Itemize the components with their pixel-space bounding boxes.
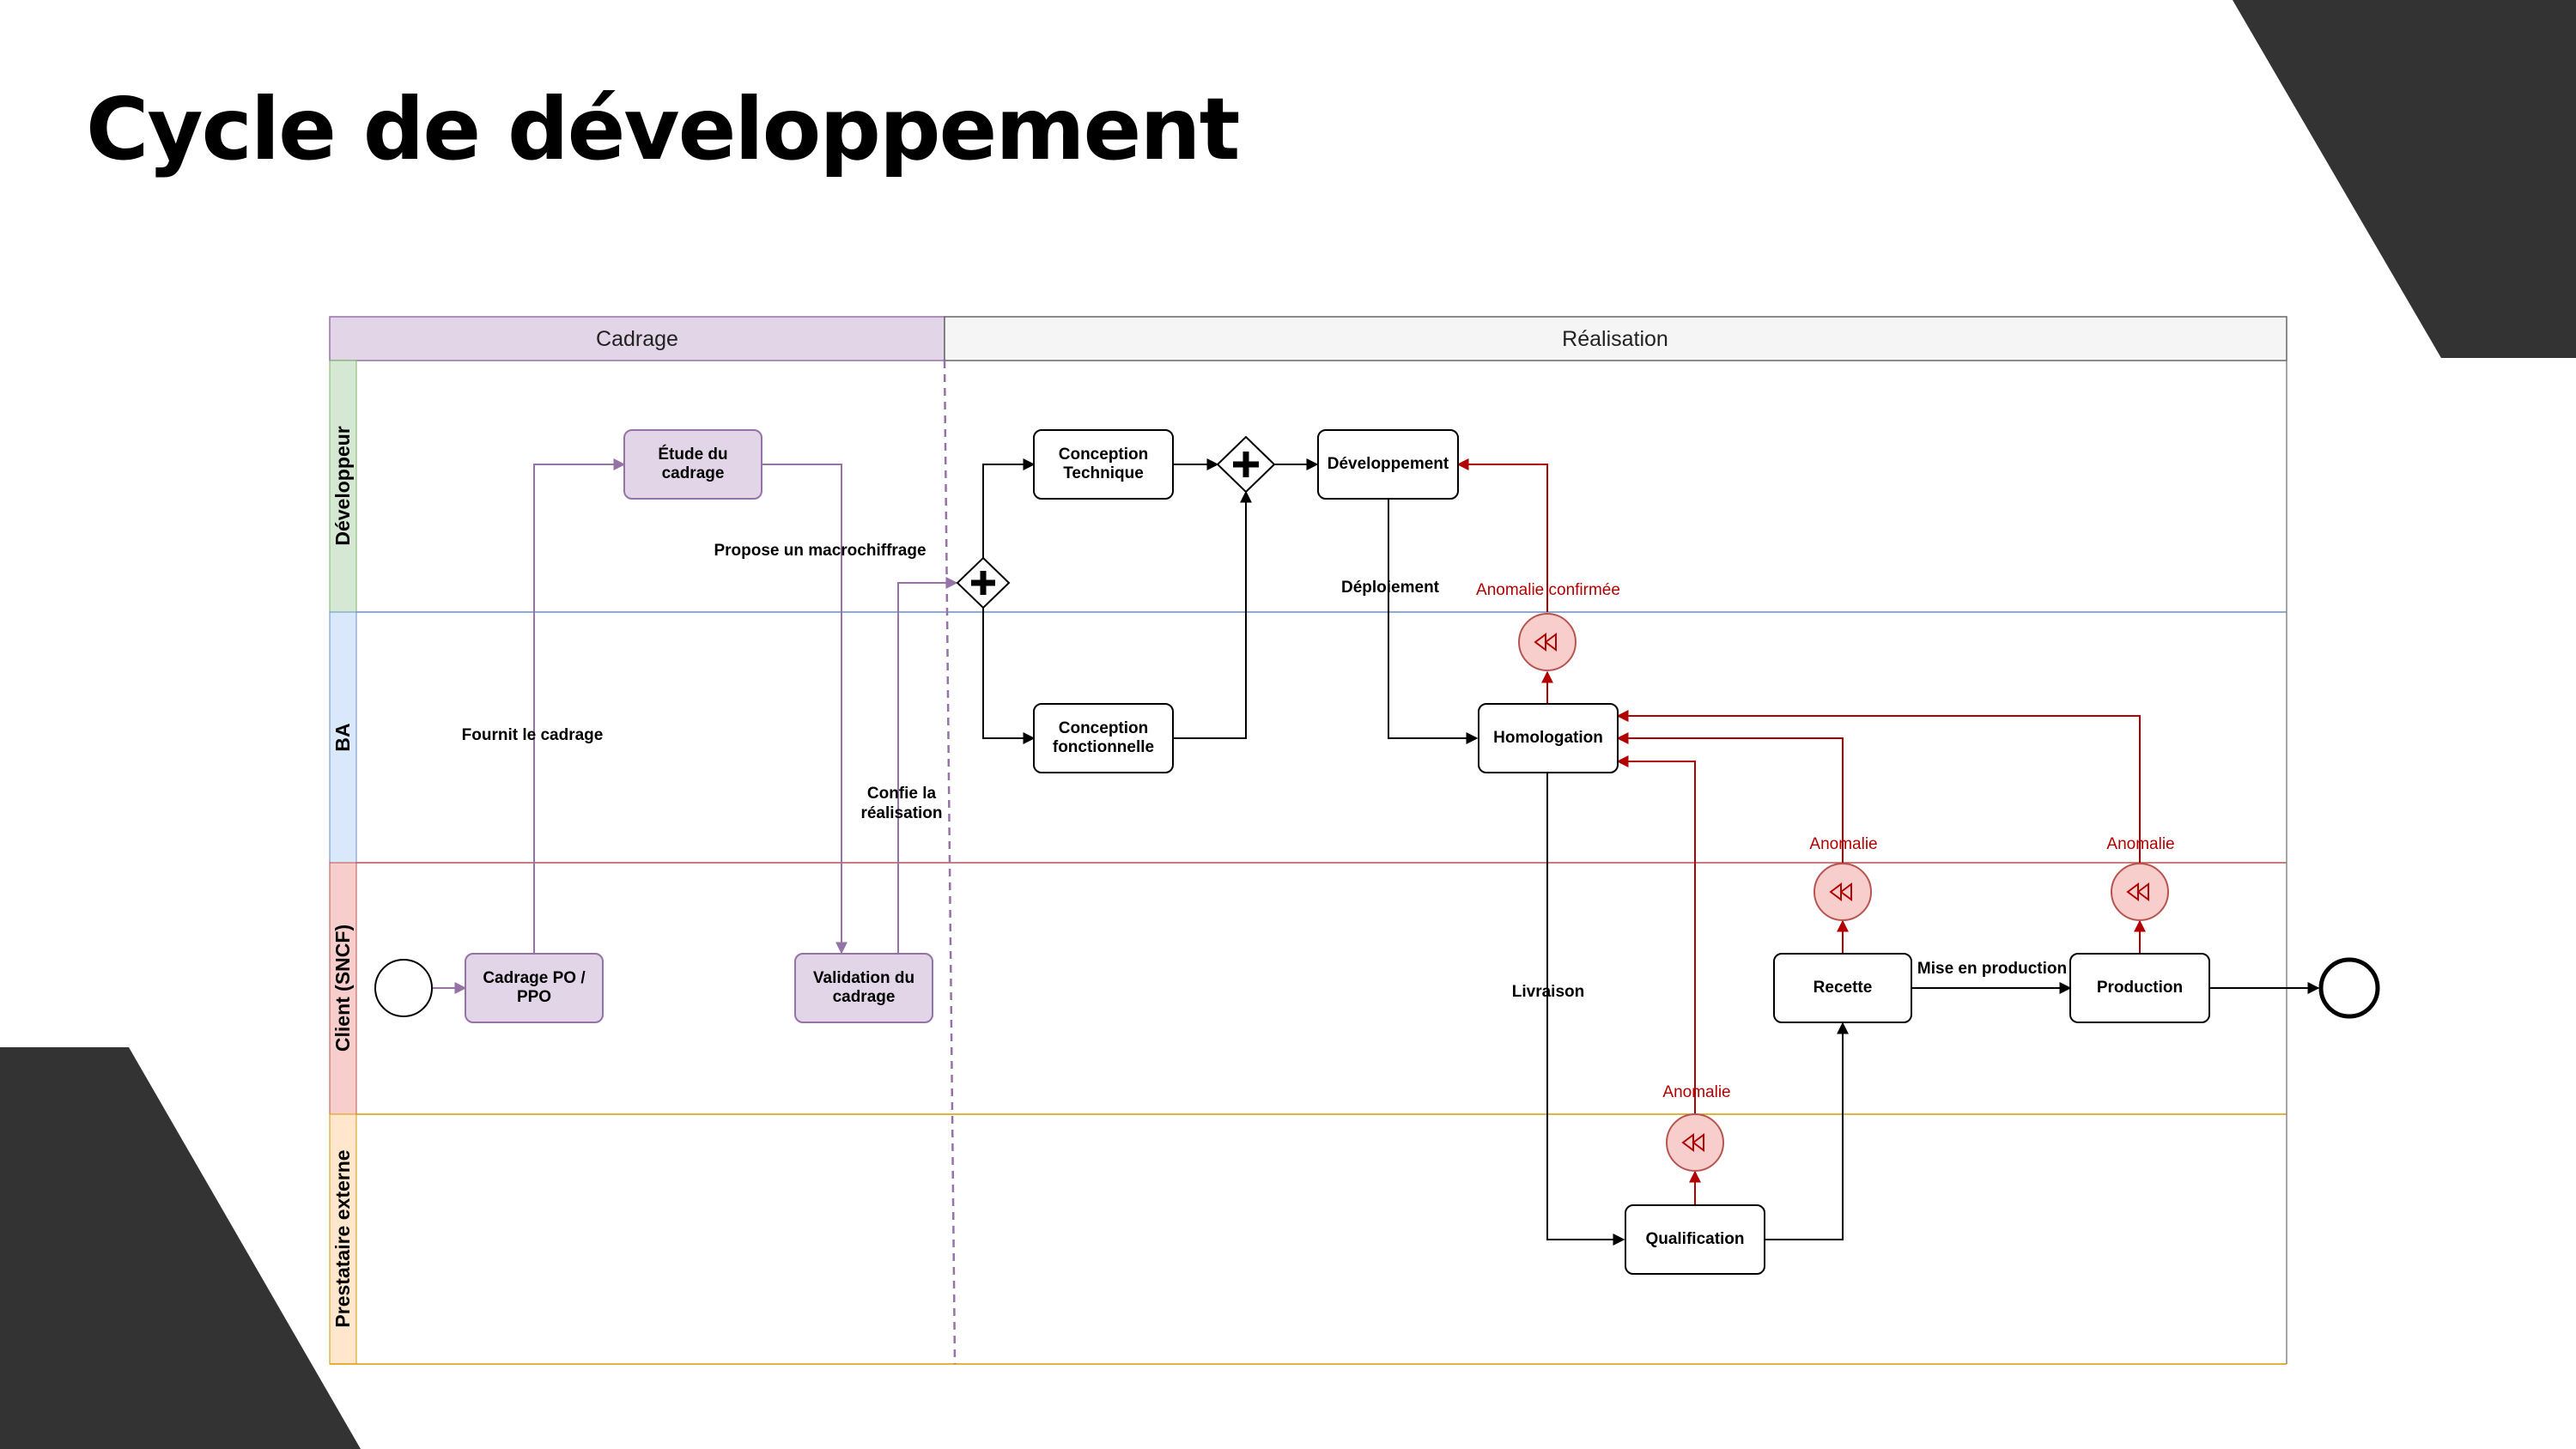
edge-cadrage-po-to-etude	[533, 458, 626, 954]
task-validation-cadrage: Validation du cadrage	[794, 953, 933, 1023]
edge-gateway-to-conception-technique	[982, 458, 1036, 558]
phase-divider	[943, 360, 957, 1365]
anomaly-event-recette	[1814, 863, 1872, 921]
lane-label-prestataire: Prestataire externe	[331, 1149, 354, 1327]
task-developpement: Développement	[1317, 429, 1459, 500]
edge-anomalie-recette-to-homologation	[1616, 732, 1844, 863]
task-recette: Recette	[1773, 953, 1912, 1023]
task-label: Conception fonctionnelle	[1052, 719, 1155, 756]
edge-label-propose: Propose un macrochiffrage	[714, 542, 926, 560]
edge-label-deploiement: Déploiement	[1341, 579, 1440, 597]
slide-title: Cycle de développement	[86, 79, 1240, 179]
task-etude-cadrage: Étude du cadrage	[623, 429, 762, 500]
task-label: Cadrage PO / PPO	[483, 969, 586, 1006]
edge-anomalie-qualification-to-homologation	[1616, 755, 1696, 1114]
edge-gateway-to-conception-fonctionnelle	[982, 608, 1036, 744]
task-label: Production	[2096, 979, 2184, 997]
task-label: Développement	[1327, 455, 1449, 473]
edge-homologation-to-qualification	[1546, 773, 1625, 1246]
top-right-corner-shape	[2233, 0, 2576, 358]
edge-etude-to-validation	[762, 464, 848, 955]
task-label: Étude du cadrage	[658, 446, 728, 482]
phase-label-realisation: Réalisation	[1562, 327, 1668, 351]
edge-developpement-to-homologation	[1388, 499, 1479, 744]
lane-header-developpeur	[329, 360, 357, 613]
start-event	[374, 959, 433, 1017]
task-cadrage-po: Cadrage PO / PPO	[465, 953, 604, 1023]
end-event	[2318, 957, 2380, 1019]
edge-label-confie: Confie la réalisation	[860, 785, 943, 822]
edge-anomalie-production-to-homologation	[1616, 710, 2141, 863]
edge-validation-to-gateway	[897, 577, 958, 954]
edge-label-anomalie-qualification: Anomalie	[1662, 1083, 1730, 1101]
task-label: Recette	[1813, 979, 1873, 997]
edge-label-mise-en-production: Mise en production	[1917, 960, 2067, 978]
edge-label-confie-wrapper: Confie la réalisation	[860, 785, 943, 822]
task-label: Validation du cadrage	[812, 969, 915, 1006]
phase-header-realisation: Réalisation	[944, 316, 2287, 361]
task-conception-technique: Conception Technique	[1033, 429, 1174, 500]
bottom-left-corner-shape	[0, 1047, 361, 1449]
task-homologation: Homologation	[1478, 703, 1619, 773]
phase-header-cadrage: Cadrage	[329, 316, 945, 361]
edge-anomalie-confirmee-to-developpement	[1456, 458, 1548, 612]
edge-label-fournit: Fournit le cadrage	[462, 726, 604, 744]
edge-label-anomalie-recette: Anomalie	[1809, 835, 1877, 853]
edge-qualification-to-recette	[1765, 1022, 1849, 1240]
anomaly-event-qualification	[1666, 1113, 1724, 1172]
task-label: Conception Technique	[1058, 446, 1149, 482]
anomaly-event-confirmee	[1518, 613, 1577, 671]
parallel-gateway-split	[956, 556, 1011, 609]
lane-label-client: Client (SNCF)	[331, 925, 354, 1052]
edge-label-livraison: Livraison	[1512, 983, 1584, 1001]
lane-header-client	[329, 862, 357, 1115]
edge-label-anomalie-confirmee: Anomalie confirmée	[1476, 581, 1620, 599]
edge-label-anomalie-production: Anomalie	[2106, 835, 2174, 853]
parallel-gateway-join	[1216, 435, 1276, 494]
lane-label-ba: BA	[331, 723, 354, 751]
task-production: Production	[2069, 953, 2210, 1023]
task-label: Qualification	[1645, 1230, 1745, 1248]
edge-conception-fonctionnelle-to-join	[1173, 490, 1252, 739]
task-qualification: Qualification	[1625, 1204, 1765, 1275]
phase-label-cadrage: Cadrage	[596, 327, 678, 351]
anomaly-event-production	[2111, 863, 2169, 921]
task-label: Homologation	[1493, 729, 1603, 747]
lane-label-developpeur: Développeur	[331, 426, 354, 545]
task-conception-fonctionnelle: Conception fonctionnelle	[1033, 703, 1174, 773]
lane-header-prestataire	[329, 1113, 357, 1365]
